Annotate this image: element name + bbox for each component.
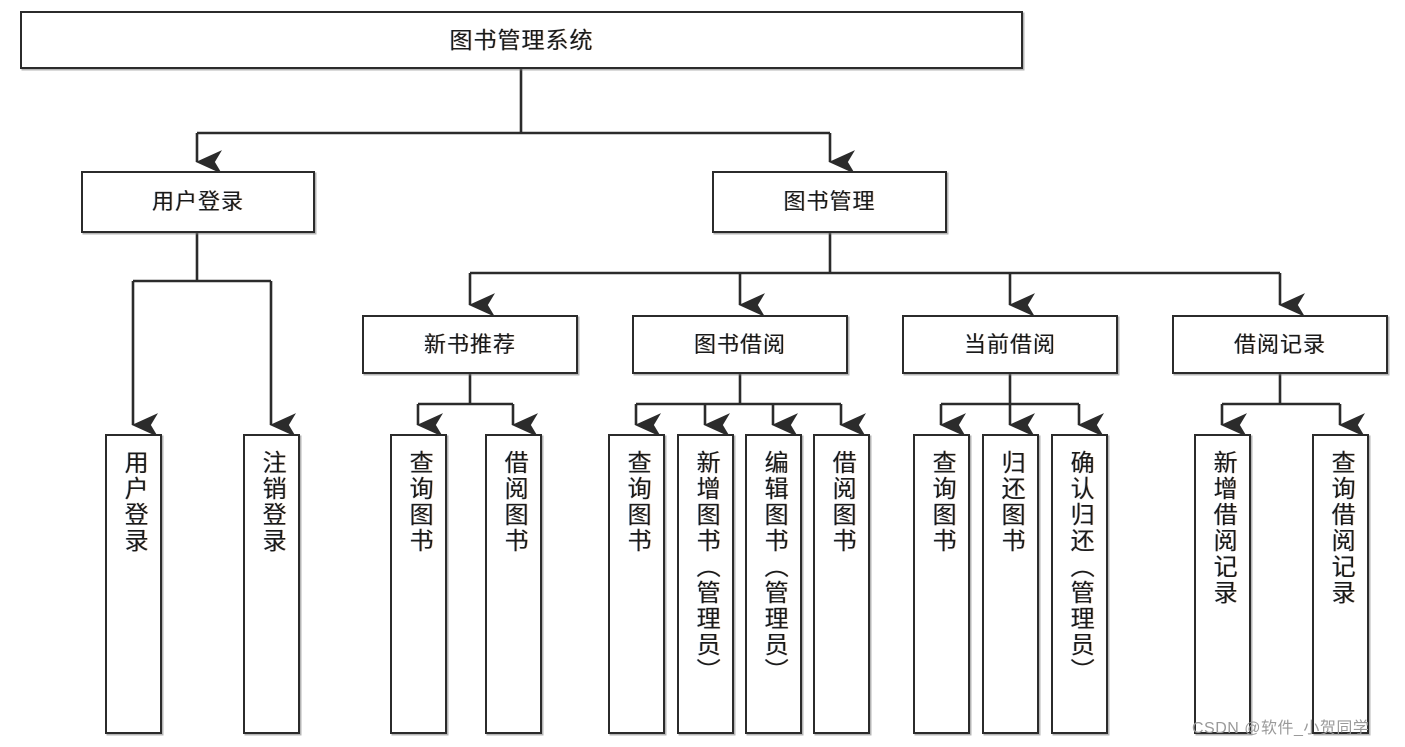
node-label: 新增借阅记录 — [1209, 450, 1237, 606]
leaf-current-query[interactable]: 查询图书 — [913, 434, 970, 734]
leaf-rec-borrow[interactable]: 借阅图书 — [485, 434, 542, 734]
leaf-record-add[interactable]: 新增借阅记录 — [1194, 434, 1251, 734]
node-label: 图书借阅 — [693, 331, 786, 357]
node-label: 查询图书 — [928, 450, 956, 554]
node-label: 用户登录 — [120, 450, 148, 554]
node-label: 借阅图书 — [828, 450, 856, 554]
node-label: 查询图书 — [623, 450, 651, 554]
node-label: 用户登录 — [151, 189, 244, 214]
leaf-borrow-query[interactable]: 查询图书 — [608, 434, 665, 734]
node-label: 图书管理 — [783, 189, 876, 214]
node-root-system[interactable]: 图书管理系统 — [20, 11, 1023, 69]
node-label: 借阅图书 — [500, 450, 528, 554]
node-book-manage[interactable]: 图书管理 — [712, 171, 947, 233]
node-label: 编辑图书（管理员） — [760, 450, 788, 684]
leaf-current-confirm[interactable]: 确认归还（管理员） — [1051, 434, 1108, 734]
csdn-watermark: CSDN @软件_小贺同学 — [1192, 720, 1370, 737]
node-new-book-rec[interactable]: 新书推荐 — [362, 315, 578, 374]
node-label: 新增图书（管理员） — [692, 450, 720, 684]
node-label: 新书推荐 — [423, 331, 516, 357]
leaf-borrow-edit[interactable]: 编辑图书（管理员） — [745, 434, 802, 734]
leaf-record-query[interactable]: 查询借阅记录 — [1312, 434, 1369, 734]
node-label: 确认归还（管理员） — [1066, 450, 1094, 684]
node-label: 查询借阅记录 — [1327, 450, 1355, 606]
leaf-current-return[interactable]: 归还图书 — [982, 434, 1039, 734]
node-borrow-record[interactable]: 借阅记录 — [1172, 315, 1388, 374]
node-user-login[interactable]: 用户登录 — [81, 171, 315, 233]
node-label: 查询图书 — [405, 450, 433, 554]
node-label: 借阅记录 — [1233, 331, 1326, 357]
leaf-borrow-add[interactable]: 新增图书（管理员） — [677, 434, 734, 734]
leaf-borrow-lend[interactable]: 借阅图书 — [813, 434, 870, 734]
node-label: 图书管理系统 — [449, 26, 594, 53]
node-current-borrow[interactable]: 当前借阅 — [902, 315, 1118, 374]
node-label: 归还图书 — [997, 450, 1025, 554]
leaf-user-logout[interactable]: 注销登录 — [243, 434, 300, 734]
leaf-rec-query[interactable]: 查询图书 — [390, 434, 447, 734]
node-label: 注销登录 — [258, 450, 286, 554]
leaf-user-login[interactable]: 用户登录 — [105, 434, 162, 734]
node-book-borrow[interactable]: 图书借阅 — [632, 315, 848, 374]
node-label: 当前借阅 — [963, 331, 1056, 357]
